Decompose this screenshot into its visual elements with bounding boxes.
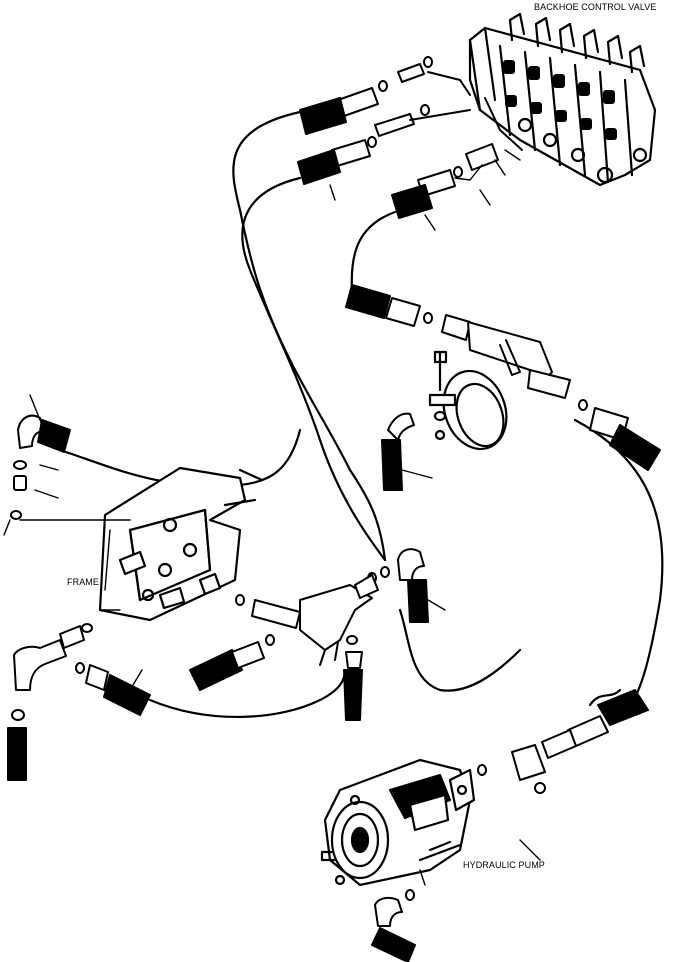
hydraulic-pump: [320, 758, 476, 887]
frame-valve-block: [98, 466, 264, 622]
backhoe-control-valve: [468, 12, 657, 187]
pump-pressure-hose: [477, 689, 649, 794]
tee-fitting-lower: [235, 566, 390, 721]
hydraulic-hoses: [58, 110, 664, 722]
callout-leader-lines: [3, 149, 541, 886]
label-hydraulic-pump: HYDRAULIC PUMP: [463, 860, 545, 870]
hose-clamp-ring: [428, 350, 508, 451]
elbow-hose-right: [397, 548, 429, 623]
elbow-hose-left: [10, 414, 71, 520]
label-frame: FRAME: [67, 577, 99, 587]
lower-left-hose-assembly: [7, 623, 275, 781]
label-backhoe-control-valve: BACKHOE CONTROL VALVE: [534, 2, 657, 12]
valve-inlet-fittings: [297, 56, 523, 219]
tee-fitting-assembly: [345, 284, 661, 471]
pump-suction-elbow: [371, 889, 416, 962]
elbow-hose-middle: [381, 412, 415, 491]
